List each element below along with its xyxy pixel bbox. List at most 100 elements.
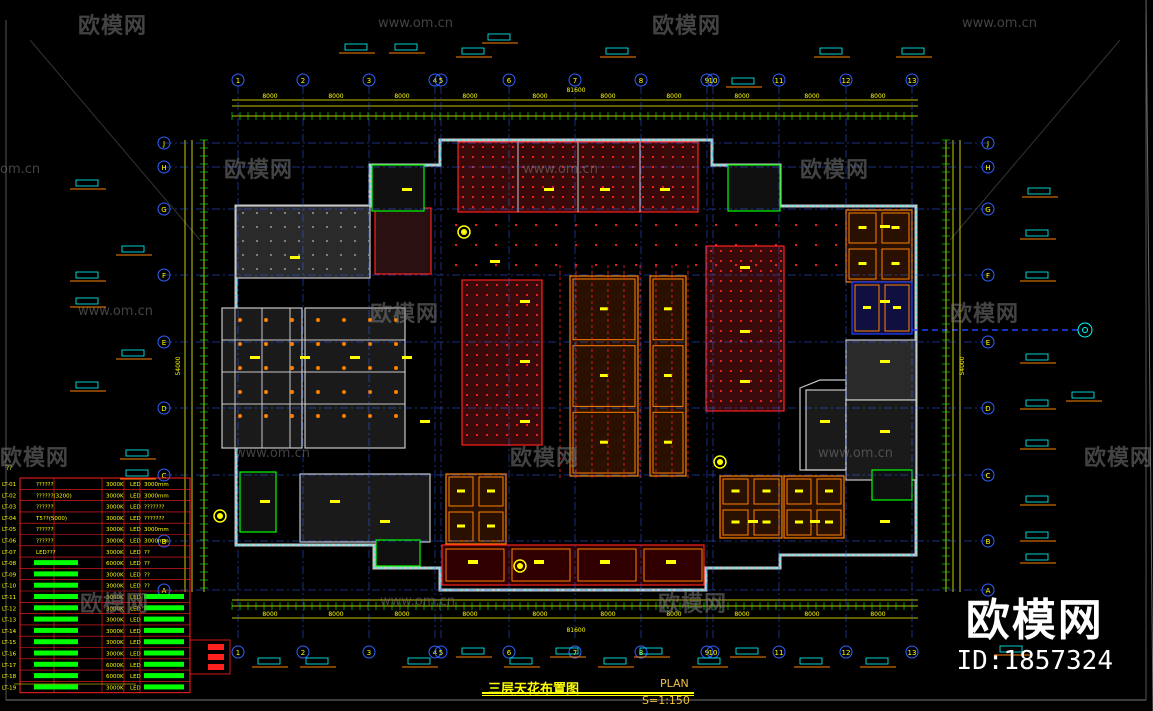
downlight [719,249,723,253]
downlight [769,289,773,293]
downlight [461,195,465,199]
callout-box [121,245,145,253]
downlight [739,389,743,393]
downlight [495,413,499,417]
coffer-ceiling [722,478,749,505]
watermark-logo: 欧模网 [370,302,440,327]
downlight [505,413,509,417]
downlight [495,343,499,347]
ceiling-grid-point [255,225,259,229]
axis-bubble-label: 11 [775,649,784,657]
downlight [719,309,723,313]
ceiling-grid-point [339,239,343,243]
downlight [525,403,529,407]
downlight [481,155,485,159]
downlight [491,175,495,179]
downlight [611,185,615,189]
axis-bubble-label: C [162,472,167,480]
light-tag [740,330,750,333]
downlight [475,363,479,367]
legend-desc: ??????(3200) [36,493,72,499]
downlight [734,263,738,267]
dimension-text: 8000 [600,611,615,618]
downlight [495,303,499,307]
dimension-text: 8000 [328,611,343,618]
downlight [754,223,758,227]
legend-header: ?? [6,465,12,472]
downlight [495,433,499,437]
downlight [694,243,698,247]
downlight [535,383,539,387]
light-tag [260,500,270,503]
stair-se [871,469,913,501]
ceiling-grid-point [269,239,273,243]
downlight [541,195,545,199]
downlight [691,195,695,199]
legend-cct: 3000K [106,505,124,511]
downlight [561,205,565,209]
axis-bubble [157,335,171,349]
ceiling-grid-point [297,239,301,243]
downlight [769,329,773,333]
downlight [749,269,753,273]
downlight [729,389,733,393]
downlight [571,165,575,169]
room-east-1 [845,339,917,401]
axis-bubble-label: J [162,140,165,148]
downlight [534,263,538,267]
downlight [531,195,535,199]
ceiling-grid-point [325,267,329,271]
spot-light [316,414,320,418]
room-west-rooms-2 [304,307,406,449]
legend-code: LT-13 [2,618,17,624]
downlight [641,205,645,209]
downlight [541,185,545,189]
downlight [729,339,733,343]
downlight [671,175,675,179]
downlight [749,279,753,283]
light-tag [820,420,830,423]
downlight [759,269,763,273]
callout-box [865,657,889,665]
legend-desc: ?????? [36,527,54,533]
downlight [535,333,539,337]
light-tag [600,374,608,377]
downlight [769,369,773,373]
downlight [779,349,783,353]
legend-size: ??????? [144,516,165,522]
downlight [714,243,718,247]
axis-bubble [568,73,582,87]
axis-bubble-label: C [986,472,991,480]
room-central-east [705,245,785,412]
dimension-text: 8000 [666,93,681,100]
downlight [601,155,605,159]
callout-box [257,657,281,665]
downlight [505,323,509,327]
axis-bubble [981,136,995,150]
dimension-text: 8000 [394,611,409,618]
legend-symbol [208,664,224,670]
spot-light [238,318,242,322]
axis-bubble [634,645,648,659]
downlight [834,263,838,267]
downlight [561,155,565,159]
downlight [759,249,763,253]
callout-box [999,645,1023,653]
legend-code: LT-11 [2,595,16,601]
light-tag [402,188,412,191]
downlight [794,223,798,227]
watermark-logo: 欧模网 [652,14,722,39]
downlight [769,339,773,343]
downlight [551,155,555,159]
downlight [525,373,529,377]
downlight [535,313,539,317]
callout-box [605,47,629,55]
downlight [661,145,665,149]
room-sw-1 [445,473,507,545]
callout-box [799,657,823,665]
coffer-ceiling [652,345,684,407]
downlight [681,185,685,189]
light-tag [250,356,260,359]
light-tag [795,489,803,493]
